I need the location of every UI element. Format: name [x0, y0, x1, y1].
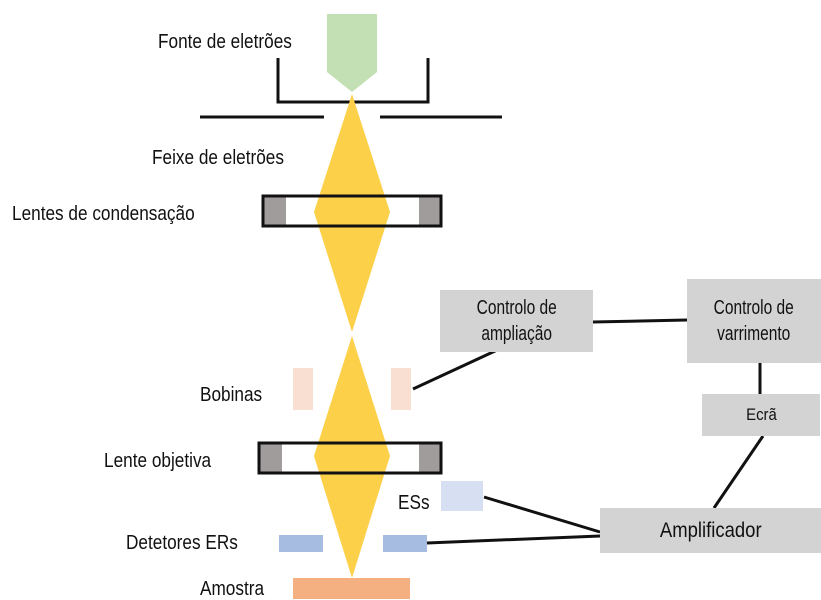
label-condenser-lenses: Lentes de condensação — [12, 203, 195, 225]
label-objective-lens: Lente objetiva — [104, 450, 212, 472]
coil-right — [391, 368, 411, 410]
amplifier-box: Amplificador — [600, 508, 821, 553]
electron-source — [327, 14, 377, 92]
label-electron-beam: Feixe de eletrões — [152, 147, 284, 169]
label-bse-detectors: Detetores ERs — [126, 532, 238, 554]
screen-label: Ecrã — [745, 405, 777, 424]
coil-left — [293, 368, 313, 410]
bse-detector-left — [279, 535, 323, 552]
sample-stage — [293, 578, 410, 599]
label-se-detector: ESs — [398, 492, 430, 514]
scan-control-box: Controlo de varrimento — [687, 279, 821, 363]
amplifier-label: Amplificador — [659, 518, 762, 542]
label-coils: Bobinas — [200, 384, 263, 406]
se-detector — [441, 481, 483, 511]
magnification-line-1: Controlo de — [476, 297, 557, 319]
scan-line-2: varrimento — [717, 323, 791, 345]
condenser-lens — [261, 194, 443, 228]
objective-lens — [257, 441, 443, 475]
connection-lines — [412, 318, 765, 545]
screen-box: Ecrã — [702, 394, 820, 436]
beam-lower — [314, 336, 390, 578]
beam-upper — [314, 94, 390, 332]
magnification-control-box: Controlo de ampliação — [440, 290, 593, 352]
magnification-line-2: ampliação — [481, 323, 552, 345]
scan-line-1: Controlo de — [713, 297, 795, 319]
bse-detector-right — [383, 535, 427, 552]
label-electron-source: Fonte de eletrões — [158, 31, 292, 53]
label-sample: Amostra — [200, 578, 265, 600]
